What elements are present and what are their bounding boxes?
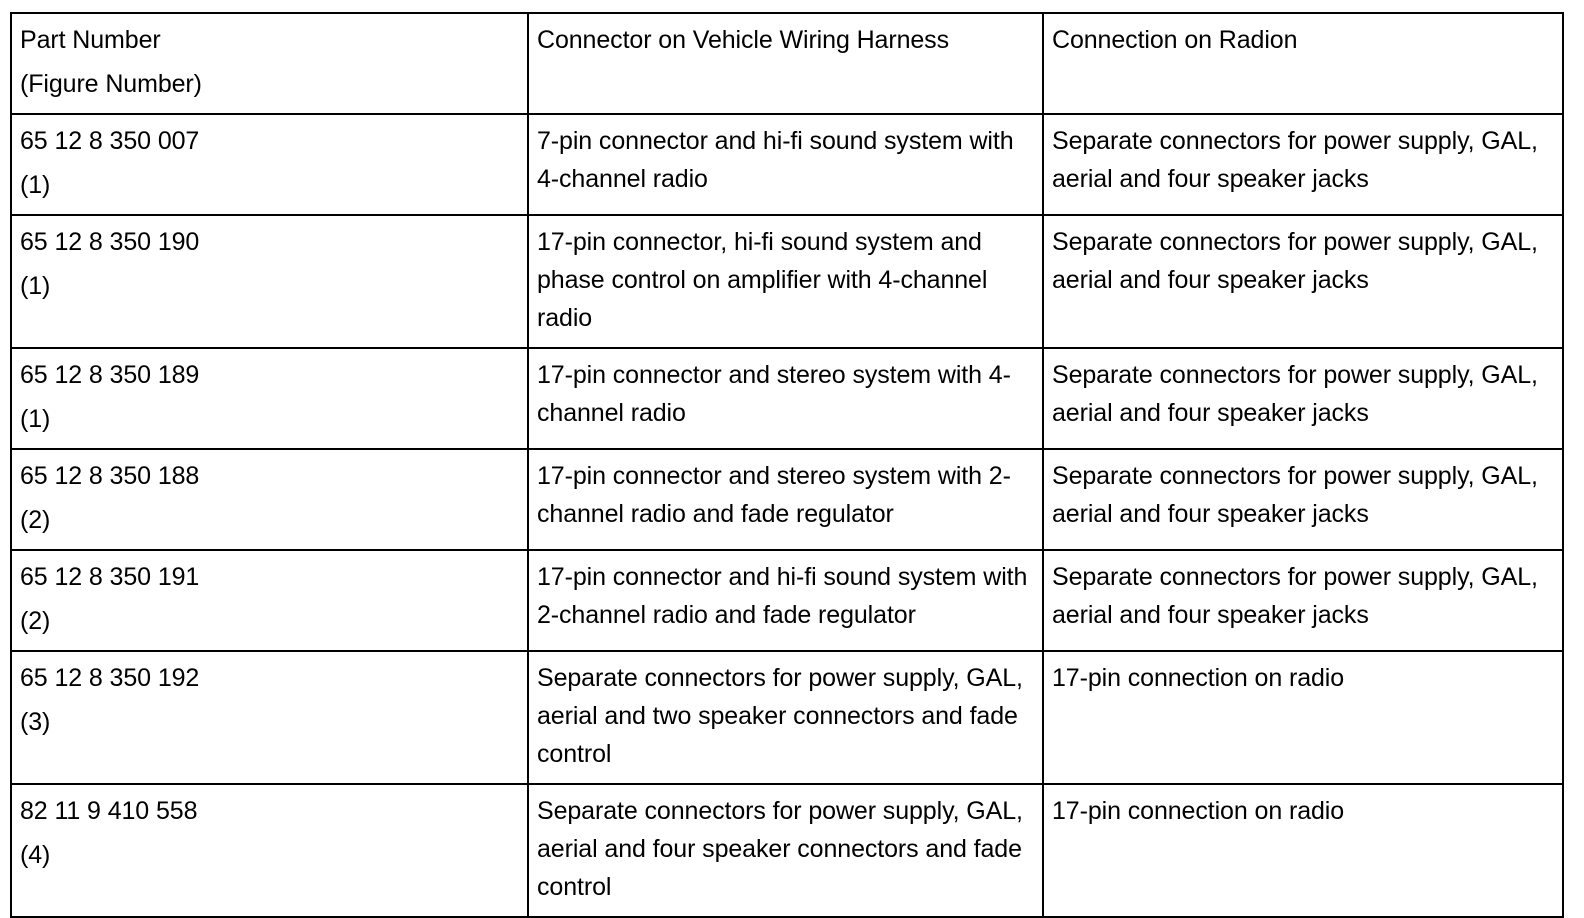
part-number-value: 65 12 8 350 190 bbox=[20, 228, 200, 256]
cell-part-number: 65 12 8 350 190 (1) bbox=[10, 214, 529, 349]
table-row: 65 12 8 350 192 (3) Separate connectors … bbox=[10, 650, 1564, 785]
cell-connector-harness: Separate connectors for power supply, GA… bbox=[527, 650, 1044, 785]
column-header-connection-radio-label: Connection on Radion bbox=[1052, 26, 1298, 54]
part-number-value: 65 12 8 350 188 bbox=[20, 462, 200, 490]
figure-number-value: (3) bbox=[20, 708, 51, 736]
cell-connector-harness: 7-pin connector and hi-fi sound system w… bbox=[527, 113, 1044, 216]
cell-part-number: 65 12 8 350 191 (2) bbox=[10, 549, 529, 652]
table-header-row: Part Number (Figure Number) Connector on… bbox=[10, 12, 1564, 115]
column-header-connector-harness: Connector on Vehicle Wiring Harness bbox=[527, 12, 1044, 115]
cell-connection-radio: Separate connectors for power supply, GA… bbox=[1042, 214, 1564, 349]
cell-connection-radio: Separate connectors for power supply, GA… bbox=[1042, 448, 1564, 551]
figure-number-value: (1) bbox=[20, 405, 51, 433]
figure-number-value: (1) bbox=[20, 171, 51, 199]
part-number-value: 65 12 8 350 189 bbox=[20, 361, 200, 389]
cell-part-number: 65 12 8 350 189 (1) bbox=[10, 347, 529, 450]
column-header-part-number-line-2: (Figure Number) bbox=[20, 70, 202, 98]
figure-number-value: (1) bbox=[20, 272, 51, 300]
cell-connector-harness: 17-pin connector and stereo system with … bbox=[527, 448, 1044, 551]
cell-connector-harness: 17-pin connector, hi-fi sound system and… bbox=[527, 214, 1044, 349]
table-row: 65 12 8 350 190 (1) 17-pin connector, hi… bbox=[10, 214, 1564, 349]
table-row: 65 12 8 350 189 (1) 17-pin connector and… bbox=[10, 347, 1564, 450]
column-header-connection-radio: Connection on Radion bbox=[1042, 12, 1564, 115]
figure-number-value: (4) bbox=[20, 841, 51, 869]
column-header-connector-harness-label: Connector on Vehicle Wiring Harness bbox=[537, 26, 949, 54]
table-row: 82 11 9 410 558 (4) Separate connectors … bbox=[10, 783, 1564, 918]
part-number-value: 65 12 8 350 191 bbox=[20, 563, 200, 591]
cell-connection-radio: Separate connectors for power supply, GA… bbox=[1042, 347, 1564, 450]
cell-part-number: 65 12 8 350 007 (1) bbox=[10, 113, 529, 216]
cell-connector-harness: 17-pin connector and hi-fi sound system … bbox=[527, 549, 1044, 652]
figure-number-value: (2) bbox=[20, 506, 51, 534]
cell-part-number: 65 12 8 350 192 (3) bbox=[10, 650, 529, 785]
cell-connection-radio: Separate connectors for power supply, GA… bbox=[1042, 549, 1564, 652]
part-number-value: 82 11 9 410 558 bbox=[20, 797, 198, 825]
cell-connector-harness: Separate connectors for power supply, GA… bbox=[527, 783, 1044, 918]
cell-part-number: 65 12 8 350 188 (2) bbox=[10, 448, 529, 551]
cell-part-number: 82 11 9 410 558 (4) bbox=[10, 783, 529, 918]
column-header-part-number-line-1: Part Number bbox=[20, 26, 161, 54]
column-header-part-number: Part Number (Figure Number) bbox=[10, 12, 529, 115]
part-number-value: 65 12 8 350 192 bbox=[20, 664, 200, 692]
part-number-value: 65 12 8 350 007 bbox=[20, 127, 200, 155]
cell-connection-radio: 17-pin connection on radio bbox=[1042, 650, 1564, 785]
cell-connection-radio: 17-pin connection on radio bbox=[1042, 783, 1564, 918]
connector-specification-table: Part Number (Figure Number) Connector on… bbox=[10, 12, 1564, 918]
figure-number-value: (2) bbox=[20, 607, 51, 635]
table-row: 65 12 8 350 007 (1) 7-pin connector and … bbox=[10, 113, 1564, 216]
table-row: 65 12 8 350 188 (2) 17-pin connector and… bbox=[10, 448, 1564, 551]
table-row: 65 12 8 350 191 (2) 17-pin connector and… bbox=[10, 549, 1564, 652]
cell-connector-harness: 17-pin connector and stereo system with … bbox=[527, 347, 1044, 450]
cell-connection-radio: Separate connectors for power supply, GA… bbox=[1042, 113, 1564, 216]
